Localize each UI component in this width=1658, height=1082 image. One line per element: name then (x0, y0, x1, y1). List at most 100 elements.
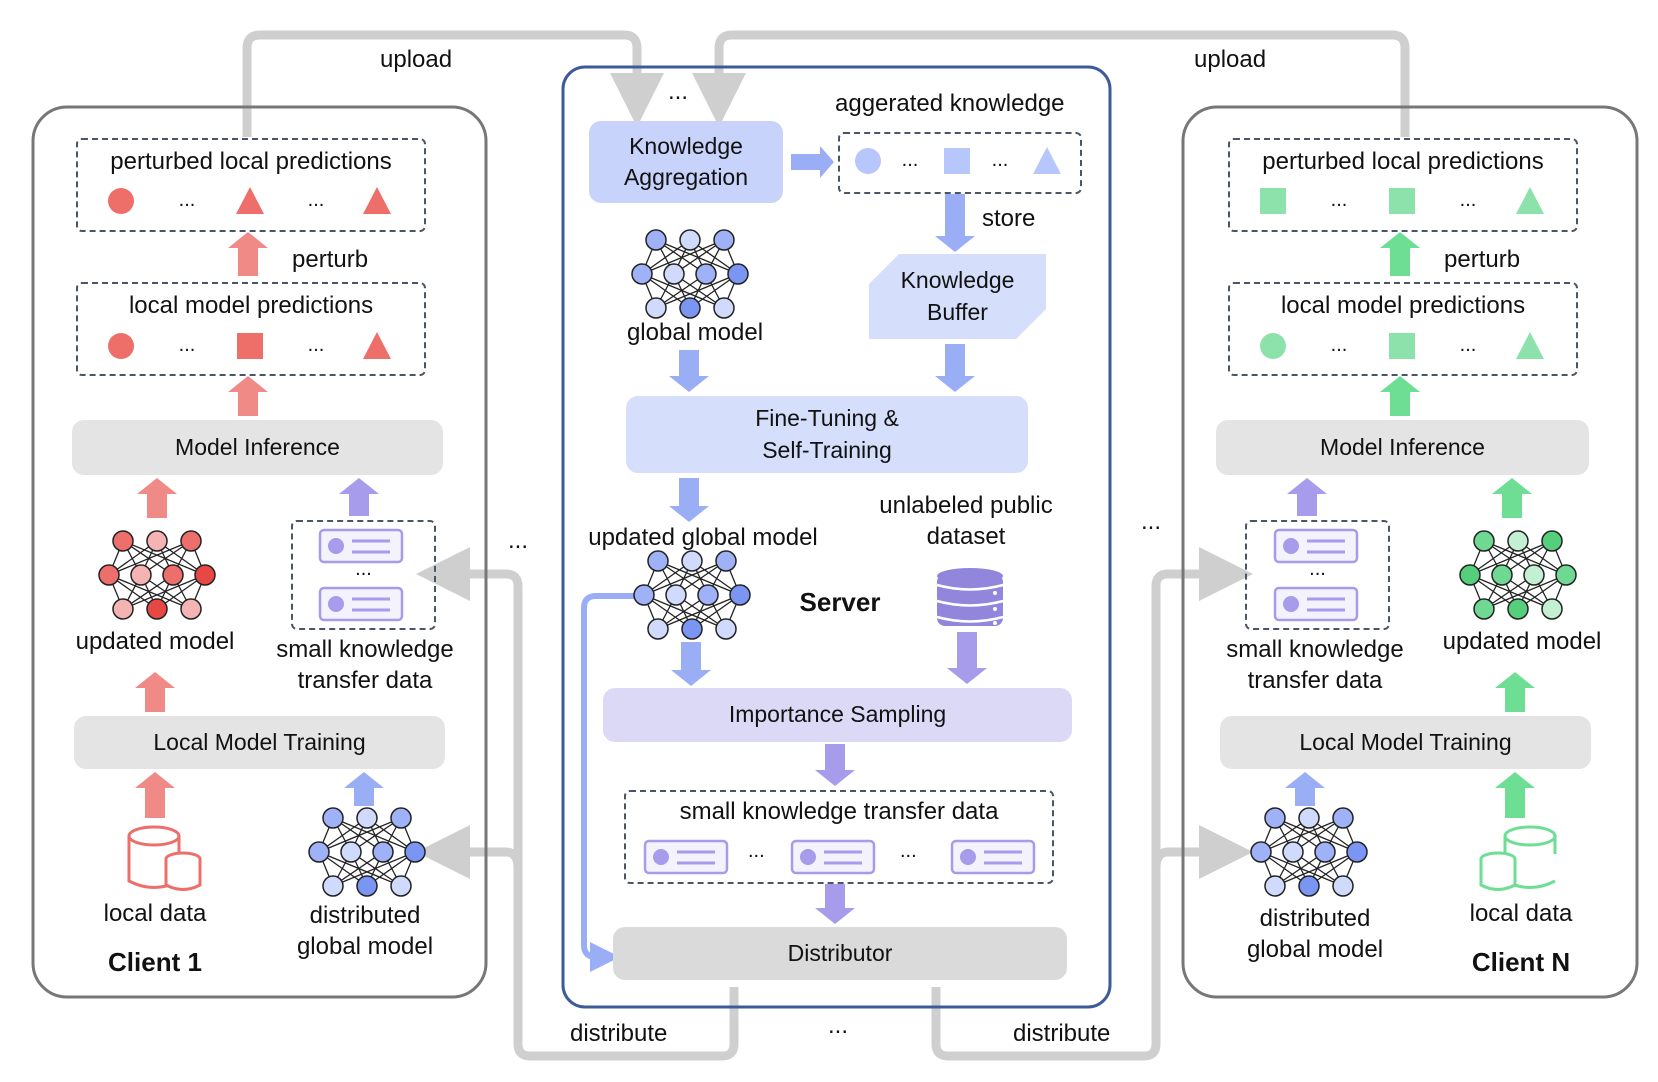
neuron (390, 875, 412, 897)
clientN-perturbed-predictions-box (1228, 138, 1578, 232)
clientN-transfer-label: small knowledge transfer data (1226, 636, 1404, 695)
clientN-training-to-model-arrow (1495, 672, 1535, 712)
neuron (681, 618, 703, 640)
client1-updated-model-icon (98, 530, 216, 620)
client1-transfer-label: small knowledge transfer data (276, 636, 454, 695)
client1-distributed-model-arrow (344, 772, 384, 806)
neuron (633, 584, 655, 606)
clientN-perturb-label: perturb (1444, 246, 1521, 273)
neuron (631, 263, 653, 285)
store-label: store (982, 205, 1036, 232)
neuron (146, 598, 168, 620)
neuron (1250, 841, 1272, 863)
clientN-local-training: Local Model Training (1220, 716, 1591, 769)
clientN-panel (1181, 105, 1639, 999)
client1-perturbed-shape-triangle-4 (363, 187, 391, 214)
client1-local-predictions-box (76, 282, 426, 376)
neuron (322, 807, 344, 829)
aggregated-shape-triangle-4 (1033, 147, 1061, 174)
neuron (715, 550, 737, 572)
client1-transfer-card-1 (318, 528, 404, 564)
neuron (645, 297, 667, 319)
client1-updated-model-label: updated model (75, 628, 235, 655)
neuron (98, 564, 120, 586)
client1-perturbed-predictions-box (76, 138, 426, 232)
ellipsis: ... (1460, 334, 1477, 356)
neuron (404, 841, 426, 863)
clientN-model-inference: Model Inference (1216, 420, 1589, 475)
updated-to-sampling-arrow (671, 642, 711, 686)
neuron (112, 530, 134, 552)
neuron (194, 564, 216, 586)
server-transfer-ellipsis-1: ... (748, 840, 765, 862)
client1-local-data-icon (127, 825, 202, 891)
client1-updated-model-arrow (137, 478, 177, 518)
neuron (679, 297, 701, 319)
client1-title: Client 1 (108, 947, 202, 977)
server-transfer-data-box (624, 790, 1054, 884)
server-transfer-card-1 (643, 839, 729, 875)
aggregated-shape-circle-0 (855, 148, 881, 174)
clientN-distributed-model-label: distributed global model (1246, 905, 1384, 964)
neuron (695, 263, 717, 285)
neuron (1332, 875, 1354, 897)
neuron (1507, 530, 1529, 552)
clientN-updated-model-arrow (1492, 478, 1532, 518)
ellipsis: ... (1460, 189, 1477, 211)
neuron (1541, 530, 1563, 552)
neuron (665, 584, 687, 606)
neuron (647, 618, 669, 640)
neuron (162, 564, 184, 586)
client1-inference-to-predictions-arrow (228, 376, 268, 416)
upload-label-right: upload (1194, 46, 1267, 73)
client1-local-shape-square-2 (237, 333, 263, 359)
dataset-to-sampling-arrow (947, 632, 987, 684)
finetune-to-updated-arrow (669, 478, 709, 522)
clientN-local-shape-circle-0 (1260, 333, 1286, 359)
clients-ellipsis-bottom: ... (828, 1012, 849, 1039)
client1-local-shape-triangle-4 (363, 332, 391, 359)
client1-transfer-ellipsis: ... (355, 558, 372, 580)
clientN-perturbed-shape-triangle-4 (1516, 187, 1544, 214)
neuron (1298, 807, 1320, 829)
clientN-local-shape-square-2 (1389, 333, 1415, 359)
aggregated-shape-square-2 (944, 148, 970, 174)
aggregation-to-knowledge-arrow (791, 146, 834, 178)
neuron (1346, 841, 1368, 863)
clientN-local-predictions-box (1228, 282, 1578, 376)
distribute-label-right: distribute (1013, 1020, 1111, 1047)
global-model-to-finetune-arrow (669, 350, 709, 392)
aggregated-knowledge-box (838, 132, 1082, 194)
neuron (1314, 841, 1336, 863)
upload-label-left: upload (380, 46, 453, 73)
neuron (727, 263, 749, 285)
clientN-distributed-model-icon (1250, 807, 1368, 897)
server-panel (561, 65, 1112, 1009)
server-loop-arrow (581, 593, 637, 972)
neuron (647, 550, 669, 572)
ellipsis: ... (179, 189, 196, 211)
ellipsis: ... (902, 149, 919, 171)
client1-training-to-model-arrow (135, 672, 175, 712)
client1-perturb-label: perturb (292, 246, 369, 273)
global-model-icon (631, 229, 749, 319)
neuron (1264, 875, 1286, 897)
distribute-flow-right (931, 547, 1253, 1061)
public-dataset-label: unlabeled public dataset (879, 492, 1053, 551)
neuron (1332, 807, 1354, 829)
client1-transfer-card-2 (318, 586, 404, 622)
client1-perturb-arrow (228, 232, 268, 276)
clientN-perturbed-shape-square-2 (1389, 188, 1415, 214)
client1-perturbed-shape-triangle-2 (236, 187, 264, 214)
neuron (112, 598, 134, 620)
clientN-perturb-arrow (1380, 232, 1420, 276)
clientN-local-pred-label: local model predictions (1280, 292, 1526, 319)
neuron (679, 229, 701, 251)
clients-ellipsis-left: ... (508, 527, 529, 554)
neuron (1491, 564, 1513, 586)
neuron (372, 841, 394, 863)
neuron (1298, 875, 1320, 897)
clientN-perturbed-shape-square-0 (1260, 188, 1286, 214)
fine-tuning-box: Fine-Tuning & Self-Training (626, 396, 1028, 473)
client1-perturbed-shape-circle-0 (108, 188, 134, 214)
